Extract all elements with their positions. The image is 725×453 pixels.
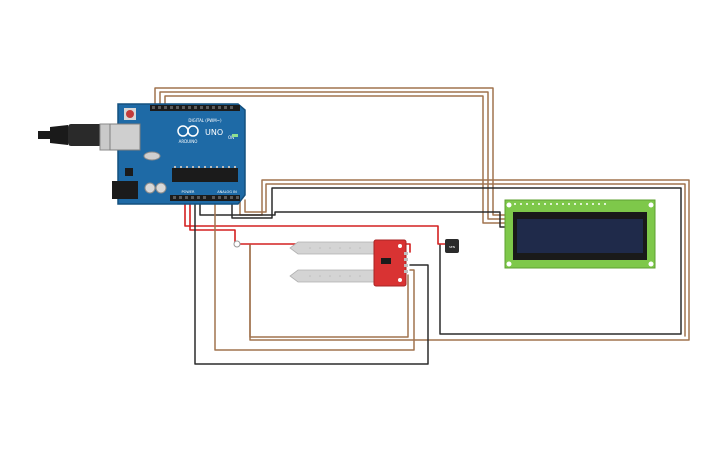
soil-moisture-sensor[interactable] xyxy=(289,239,408,287)
wire-black-right-loop[interactable] xyxy=(231,187,682,335)
digital-header[interactable] xyxy=(150,105,240,111)
digital-label: DIGITAL (PWM~) xyxy=(188,118,222,123)
wire-red-power[interactable] xyxy=(184,199,448,245)
wire-black-ground[interactable] xyxy=(194,199,429,365)
power-label: POWER xyxy=(182,190,196,194)
analog-label: ANALOG IN xyxy=(217,190,237,194)
junction-node[interactable] xyxy=(233,240,241,248)
sensor-pins[interactable] xyxy=(404,252,408,273)
wire-brown-top-2[interactable] xyxy=(159,91,506,220)
lcd-mount-hole-bl xyxy=(506,261,512,267)
wire-brown-left-loop[interactable] xyxy=(249,244,409,338)
wire-brown-top-1[interactable] xyxy=(154,87,506,216)
wire-black-middle[interactable] xyxy=(199,199,506,228)
on-label: ON xyxy=(228,135,234,140)
on-led xyxy=(232,134,238,137)
wires xyxy=(154,87,690,365)
capacitor-2 xyxy=(155,182,167,194)
lcd-display[interactable] xyxy=(504,199,656,269)
usb-chip xyxy=(125,168,133,176)
arduino-uno-board[interactable]: DIGITAL (PWM~) ARDUINO UNO ON xyxy=(109,103,246,205)
atmega-chip xyxy=(172,166,238,182)
arduino-logo xyxy=(177,125,199,137)
lcd-mount-hole-tl xyxy=(506,202,512,208)
lcd-screen xyxy=(517,219,643,253)
sensor-probe-lower xyxy=(289,269,379,283)
wire-brown-top-3[interactable] xyxy=(164,95,506,224)
power-analog-header[interactable] xyxy=(170,195,240,201)
small-sensor-module[interactable]: SEN xyxy=(445,239,459,253)
wire-brown-signal[interactable] xyxy=(214,199,415,351)
lcd-header-pins[interactable] xyxy=(514,203,606,205)
small-sensor-label: SEN xyxy=(449,245,455,249)
sensor-probe-upper xyxy=(289,241,379,255)
wire-red-sensor[interactable] xyxy=(189,199,411,253)
sensor-chip xyxy=(381,258,391,264)
wire-brown-right-loop-2[interactable] xyxy=(244,183,686,337)
lcd-mount-hole-tr xyxy=(648,202,654,208)
capacitor-1 xyxy=(144,182,156,194)
arduino-logo-text: ARDUINO xyxy=(179,139,198,144)
reset-button[interactable] xyxy=(124,108,136,120)
board-model: UNO xyxy=(205,128,223,137)
crystal xyxy=(143,151,161,161)
lcd-mount-hole-br xyxy=(648,261,654,267)
